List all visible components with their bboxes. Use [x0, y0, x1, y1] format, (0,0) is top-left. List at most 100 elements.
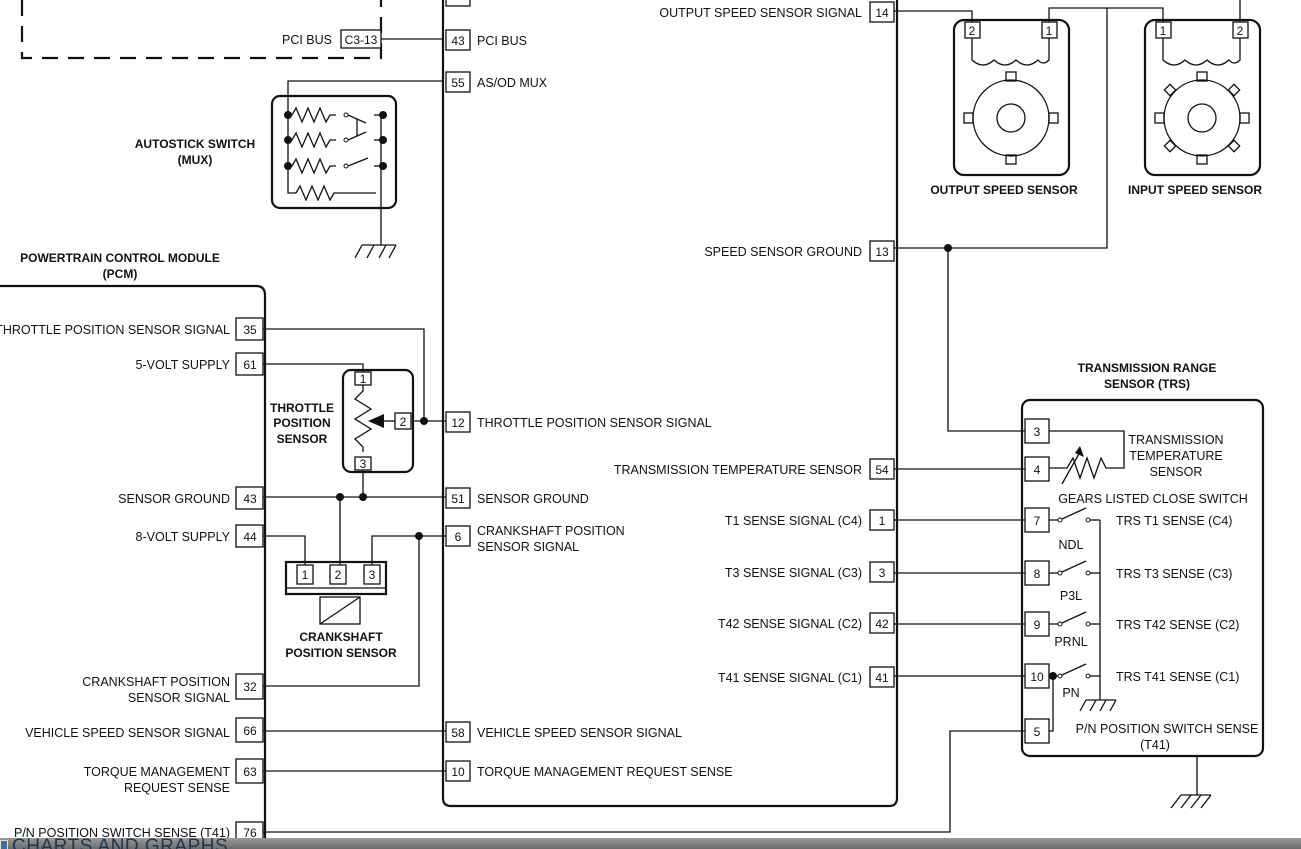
svg-text:10: 10	[1030, 670, 1044, 684]
svg-text:TRANSMISSION: TRANSMISSION	[1128, 433, 1223, 447]
pcm-module: POWERTRAIN CONTROL MODULE (PCM)	[0, 251, 267, 840]
svg-text:14: 14	[875, 6, 889, 20]
svg-text:TEMPERATURE: TEMPERATURE	[1129, 449, 1223, 463]
svg-text:CRANKSHAFT: CRANKSHAFT	[299, 630, 383, 644]
svg-text:3: 3	[360, 457, 367, 471]
svg-text:(PCM): (PCM)	[103, 267, 138, 281]
svg-text:INPUT SPEED SENSOR: INPUT SPEED SENSOR	[1128, 183, 1262, 197]
input-speed-sensor: 1 2 INPUT SPEED SENSOR	[1128, 18, 1262, 197]
pcm-pin-32: 32 CRANKSHAFT POSITION SENSOR SIGNAL	[82, 673, 264, 705]
svg-text:OUTPUT SPEED SENSOR SIGNAL: OUTPUT SPEED SENSOR SIGNAL	[659, 6, 862, 20]
svg-text:TRS T1 SENSE (C4): TRS T1 SENSE (C4)	[1116, 514, 1232, 528]
footer-title[interactable]: CHARTS AND GRAPHS	[12, 838, 229, 849]
svg-text:P/N POSITION SWITCH SENSE (T41: P/N POSITION SWITCH SENSE (T41)	[14, 826, 230, 840]
svg-text:NDL: NDL	[1058, 538, 1083, 552]
svg-text:5-VOLT SUPPLY: 5-VOLT SUPPLY	[136, 358, 231, 372]
svg-text:41: 41	[875, 671, 889, 685]
tcm-left-pin-6: 6 CRANKSHAFT POSITION SENSOR SIGNAL	[445, 524, 625, 554]
svg-text:P3L: P3L	[1060, 589, 1082, 603]
tcm-right-pin-13: 13 SPEED SENSOR GROUND	[704, 240, 895, 262]
svg-text:TRANSMISSION TEMPERATURE SENSO: TRANSMISSION TEMPERATURE SENSOR	[614, 463, 862, 477]
svg-text:OUTPUT SPEED SENSOR: OUTPUT SPEED SENSOR	[930, 183, 1078, 197]
svg-text:2: 2	[969, 24, 976, 38]
pcm-pin-35: 35 THROTTLE POSITION SENSOR SIGNAL	[0, 317, 264, 341]
output-speed-sensor: 2 1 OUTPUT SPEED SENSOR	[930, 18, 1078, 197]
svg-text:8: 8	[1034, 567, 1041, 581]
svg-text:VEHICLE SPEED SENSOR SIGNAL: VEHICLE SPEED SENSOR SIGNAL	[25, 726, 230, 740]
throttle-position-sensor: THROTTLE POSITION SENSOR 1 2 3	[270, 368, 415, 474]
svg-text:CRANKSHAFT POSITION: CRANKSHAFT POSITION	[82, 675, 230, 689]
pcm-pin-61: 61 5-VOLT SUPPLY	[136, 352, 264, 376]
svg-text:3: 3	[879, 566, 886, 580]
pcm-pin-44: 44 8-VOLT SUPPLY	[136, 524, 264, 548]
svg-text:AUTOSTICK SWITCH: AUTOSTICK SWITCH	[135, 137, 255, 151]
svg-text:1: 1	[360, 372, 367, 386]
tcm-left-pin-58: 58 VEHICLE SPEED SENSOR SIGNAL	[445, 721, 682, 743]
svg-text:1: 1	[879, 514, 886, 528]
svg-text:POSITION SENSOR: POSITION SENSOR	[285, 646, 397, 660]
svg-text:1: 1	[1160, 24, 1167, 38]
svg-text:TORQUE MANAGEMENT: TORQUE MANAGEMENT	[84, 765, 231, 779]
ground-icon	[354, 244, 397, 259]
svg-text:44: 44	[243, 530, 257, 544]
svg-text:PN: PN	[1062, 686, 1079, 700]
svg-text:2: 2	[335, 568, 342, 582]
tone-wheel-icon	[1154, 71, 1250, 165]
svg-text:SENSOR GROUND: SENSOR GROUND	[118, 492, 230, 506]
svg-text:TORQUE MANAGEMENT REQUEST SENS: TORQUE MANAGEMENT REQUEST SENSE	[477, 765, 733, 779]
thermistor-icon	[1049, 430, 1125, 480]
svg-text:SENSOR SIGNAL: SENSOR SIGNAL	[128, 691, 230, 705]
ground-icon	[1079, 699, 1117, 712]
svg-text:2: 2	[400, 415, 407, 429]
svg-text:76: 76	[243, 826, 257, 840]
svg-text:5: 5	[1034, 725, 1041, 739]
tcm-left-pin-55: 55 AS/OD MUX	[445, 71, 548, 93]
svg-text:1: 1	[302, 568, 309, 582]
svg-text:6: 6	[455, 530, 462, 544]
svg-text:SENSOR: SENSOR	[1150, 465, 1203, 479]
tcm-right-pin-1: 1 T1 SENSE SIGNAL (C4)	[725, 509, 895, 531]
svg-text:SENSOR: SENSOR	[277, 432, 328, 446]
svg-text:CRANKSHAFT POSITION: CRANKSHAFT POSITION	[477, 524, 625, 538]
svg-text:VEHICLE SPEED SENSOR SIGNAL: VEHICLE SPEED SENSOR SIGNAL	[477, 726, 682, 740]
pci-connector-label: C3-13	[345, 33, 378, 47]
svg-text:1: 1	[1046, 24, 1053, 38]
svg-text:TRS T41 SENSE (C1): TRS T41 SENSE (C1)	[1116, 670, 1239, 684]
svg-text:43: 43	[243, 492, 257, 506]
svg-text:SENSOR GROUND: SENSOR GROUND	[477, 492, 589, 506]
tcm-left-pin-43: 43 PCI BUS	[445, 29, 527, 51]
hall-effect-icon	[319, 596, 361, 625]
potentiometer-icon	[353, 385, 373, 452]
svg-text:P/N POSITION SWITCH SENSE: P/N POSITION SWITCH SENSE	[1076, 722, 1259, 736]
svg-text:T41 SENSE SIGNAL (C1): T41 SENSE SIGNAL (C1)	[718, 671, 862, 685]
svg-text:SENSOR SIGNAL: SENSOR SIGNAL	[477, 540, 579, 554]
resistor-ladder-icon	[284, 106, 387, 245]
svg-text:THROTTLE POSITION SENSOR SIGNA: THROTTLE POSITION SENSOR SIGNAL	[0, 323, 230, 337]
svg-text:42: 42	[875, 617, 889, 631]
svg-text:10: 10	[451, 765, 465, 779]
svg-text:9: 9	[1034, 618, 1041, 632]
svg-text:(T41): (T41)	[1140, 738, 1170, 752]
svg-text:8-VOLT SUPPLY: 8-VOLT SUPPLY	[136, 530, 231, 544]
tcm-left-pin-10: 10 TORQUE MANAGEMENT REQUEST SENSE	[445, 760, 733, 782]
svg-text:GEARS LISTED CLOSE SWITCH: GEARS LISTED CLOSE SWITCH	[1058, 492, 1248, 506]
crankshaft-position-sensor: 1 2 3 CRANKSHAFT POSITION SENSOR	[284, 560, 397, 660]
tcm-right-pin-42: 42 T42 SENSE SIGNAL (C2)	[718, 612, 895, 634]
svg-text:AS/OD MUX: AS/OD MUX	[477, 76, 548, 90]
body-control-module-dashed: PCI BUS C3-13	[20, 0, 383, 60]
gear-switch-icons	[1049, 507, 1101, 732]
coil-icon	[1162, 38, 1241, 66]
svg-text:THROTTLE: THROTTLE	[270, 401, 334, 415]
autostick-switch: AUTOSTICK SWITCH (MUX)	[135, 80, 443, 259]
svg-text:63: 63	[243, 765, 257, 779]
svg-text:TRS T3 SENSE (C3): TRS T3 SENSE (C3)	[1116, 567, 1232, 581]
coil-icon	[971, 38, 1050, 66]
tcm-right-pin-3: 3 T3 SENSE SIGNAL (C3)	[725, 561, 895, 583]
svg-text:12: 12	[451, 416, 465, 430]
svg-text:T3 SENSE SIGNAL (C3): T3 SENSE SIGNAL (C3)	[725, 566, 862, 580]
svg-text:51: 51	[451, 492, 465, 506]
document-icon	[0, 840, 8, 849]
svg-text:7: 7	[1034, 514, 1041, 528]
svg-text:43: 43	[451, 34, 465, 48]
